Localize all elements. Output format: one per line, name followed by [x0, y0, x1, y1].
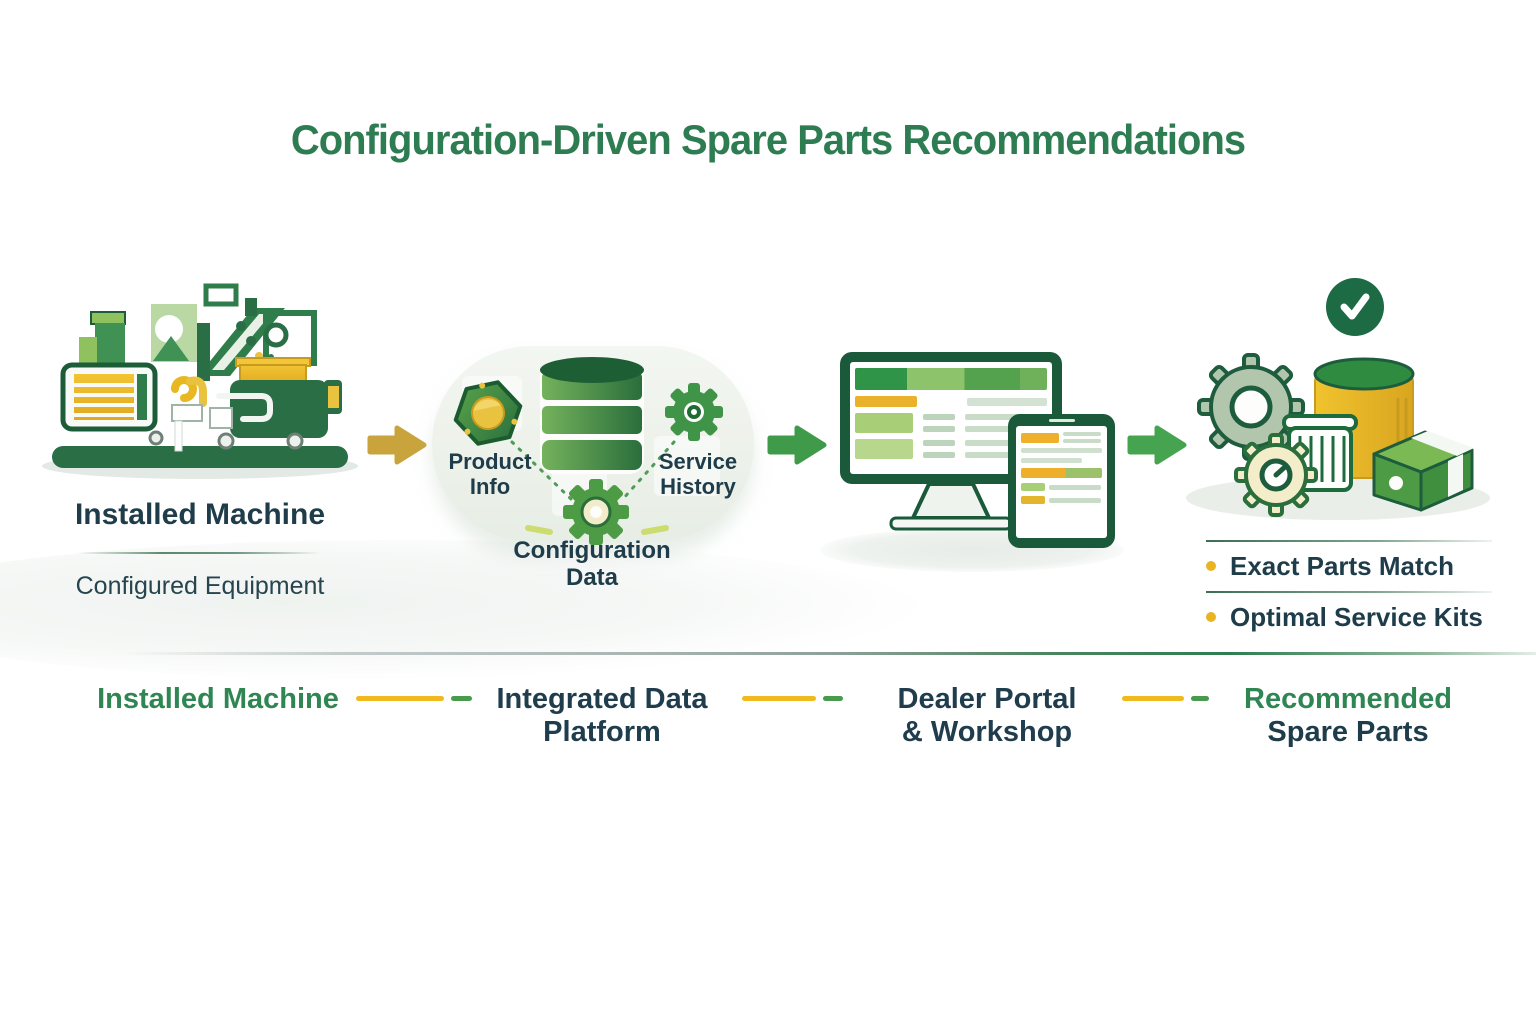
parts-box-icon: [1372, 430, 1474, 512]
node-product-info: Product Info: [448, 449, 532, 499]
benefit-item: Optimal Service Kits: [1206, 602, 1483, 632]
tablet-speaker: [1048, 419, 1075, 422]
bottom-label-installed-machine: Installed Machine: [97, 683, 339, 715]
background-swoosh: [0, 540, 920, 680]
gear-small-icon: [1234, 433, 1318, 517]
label-line: Platform: [543, 716, 661, 749]
dashed-link: [510, 440, 574, 502]
stage-connector: [742, 696, 843, 701]
label-line: Dealer Portal: [897, 683, 1077, 715]
monitor-header-bar: [855, 368, 1047, 390]
tablet-screen: [1016, 426, 1107, 538]
stage1-subheading: Configured Equipment: [75, 572, 325, 600]
machine-body: [230, 380, 328, 438]
check-icon: [1340, 293, 1370, 320]
stage1-divider: [78, 552, 320, 554]
check-badge: [1326, 278, 1384, 336]
label-line: Integrated Data: [496, 683, 708, 715]
platform-diagram: [453, 357, 723, 545]
bottom-label-integrated-data-platform: Integrated Data Platform: [472, 683, 732, 749]
label-line: & Workshop: [901, 716, 1073, 749]
flow-arrow-3-icon: [1127, 425, 1187, 465]
benefit-label: Exact Parts Match: [1230, 550, 1454, 581]
flow-arrow-1-icon: [367, 425, 427, 465]
baseline-rule: [0, 652, 1536, 655]
spare-parts-illustration: [1186, 353, 1490, 520]
wheel-icon: [148, 430, 164, 446]
benefit-item: Exact Parts Match: [1206, 551, 1454, 581]
machine-platform: [52, 446, 348, 468]
wheel-icon: [217, 432, 235, 450]
stage-connector: [356, 696, 472, 701]
label-line: Spare Parts: [1267, 716, 1429, 749]
bullet-dot-icon: [1206, 561, 1216, 571]
monitor-stand: [889, 482, 1013, 531]
hex-nut-icon: [453, 380, 523, 446]
benefits-divider: [1206, 591, 1492, 593]
tablet-icon: [1008, 414, 1115, 548]
benefit-label: Optimal Service Kits: [1230, 601, 1483, 632]
page-title: Configuration-Driven Spare Parts Recomme…: [290, 116, 1246, 163]
dashed-link: [620, 440, 676, 502]
bottom-label-recommended-spare-parts: Recommended Spare Parts: [1212, 683, 1484, 749]
node-configuration-data: Configuration Data: [513, 537, 671, 591]
benefits-divider: [1206, 540, 1492, 542]
flow-arrow-2-icon: [767, 425, 827, 465]
config-gear-icon: [563, 479, 629, 545]
bullet-dot-icon: [1206, 612, 1216, 622]
service-gear-icon: [665, 383, 723, 441]
wheel-icon: [286, 432, 304, 450]
installed-machine-illustration: [42, 283, 358, 479]
stage-connector: [1122, 696, 1209, 701]
bottom-label-dealer-portal: Dealer Portal & Workshop: [857, 683, 1117, 749]
database-icon: [540, 357, 644, 474]
stage1-heading: Installed Machine: [74, 498, 326, 531]
node-service-history: Service History: [658, 449, 738, 499]
label-line: Recommended: [1244, 683, 1452, 715]
